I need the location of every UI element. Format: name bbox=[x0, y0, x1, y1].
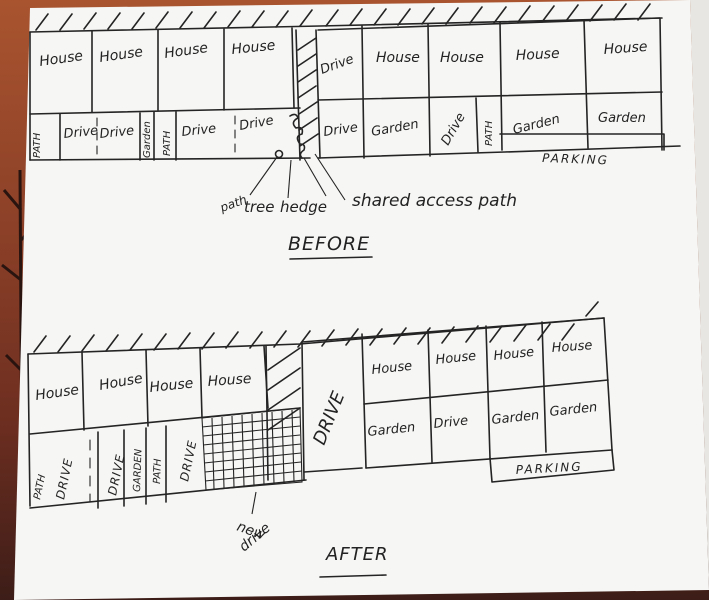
after-title: AFTER bbox=[325, 544, 389, 565]
before-right-block bbox=[317, 17, 681, 159]
before-drive-label-2: Drive bbox=[99, 123, 135, 142]
before-path-label-2: PATH bbox=[162, 130, 173, 156]
after-house-label-2: House bbox=[98, 371, 144, 394]
before-callout-lines bbox=[249, 153, 346, 201]
paper-sheet bbox=[14, 0, 709, 600]
callout-tree: tree bbox=[244, 198, 275, 216]
before-shared-access-strip bbox=[295, 29, 321, 161]
after-house-label-4: House bbox=[207, 371, 252, 390]
before-diagram: House House House House Drive House Hous… bbox=[29, 3, 681, 260]
before-house-label-8: House bbox=[603, 39, 648, 58]
after-house-label-7: House bbox=[493, 345, 535, 364]
callout-hedge: hedge bbox=[280, 198, 327, 216]
before-drive-label-3: Drive bbox=[181, 121, 217, 140]
after-house-label-6: House bbox=[435, 349, 477, 368]
before-garden-label-4: Garden bbox=[598, 111, 646, 126]
before-house-label-6: House bbox=[440, 50, 484, 66]
tree-mark bbox=[274, 149, 284, 159]
after-house-label-5: House bbox=[371, 359, 413, 378]
before-house-label-3: House bbox=[163, 40, 209, 62]
before-title: BEFORE bbox=[288, 233, 370, 255]
before-drive-label-5: Drive bbox=[322, 120, 358, 140]
after-house-label-3: House bbox=[149, 375, 194, 395]
after-title-underline bbox=[319, 574, 387, 578]
after-house-label-1: House bbox=[34, 382, 80, 404]
after-shared-strip bbox=[265, 341, 305, 481]
after-path-label-1: PATH bbox=[32, 473, 48, 500]
new-drive-pointer bbox=[251, 491, 257, 515]
before-garden-label-1: Garden bbox=[142, 121, 153, 158]
before-house-label-7: House bbox=[515, 46, 560, 64]
after-garden-label-3: Garden bbox=[549, 400, 598, 420]
before-house-label-4: House bbox=[231, 37, 276, 57]
after-parking-label: PARKING bbox=[515, 460, 583, 477]
after-garden-label-2: Garden bbox=[491, 408, 540, 428]
paper-shadow-edge bbox=[690, 0, 709, 590]
before-drive-label-4: Drive bbox=[238, 113, 275, 134]
before-drive-label-1: Drive bbox=[63, 123, 99, 142]
before-title-underline bbox=[289, 256, 373, 260]
callout-shared-access-path: shared access path bbox=[352, 191, 517, 211]
after-diagram: House House House House DRIVE House Hous… bbox=[27, 301, 615, 578]
before-house-label-2: House bbox=[98, 44, 144, 66]
before-top-hatch bbox=[29, 3, 663, 33]
hedge-scribble bbox=[289, 113, 306, 159]
after-path-label-2: PATH bbox=[152, 458, 164, 484]
before-house-label-1: House bbox=[38, 48, 84, 70]
after-right-block bbox=[301, 317, 615, 483]
before-path-label-1: PATH bbox=[32, 132, 43, 158]
before-path-label-3: PATH bbox=[484, 120, 495, 146]
before-house-label-5: House bbox=[376, 50, 420, 66]
after-garden-label-1: Garden bbox=[367, 420, 416, 440]
after-drive-label-4: Drive bbox=[433, 413, 469, 432]
before-parking-label: PARKING bbox=[542, 151, 609, 167]
before-left-block bbox=[29, 27, 311, 161]
after-left-block bbox=[27, 345, 307, 509]
after-house-label-8: House bbox=[551, 338, 593, 356]
after-garden-label: GARDEN bbox=[132, 448, 145, 492]
